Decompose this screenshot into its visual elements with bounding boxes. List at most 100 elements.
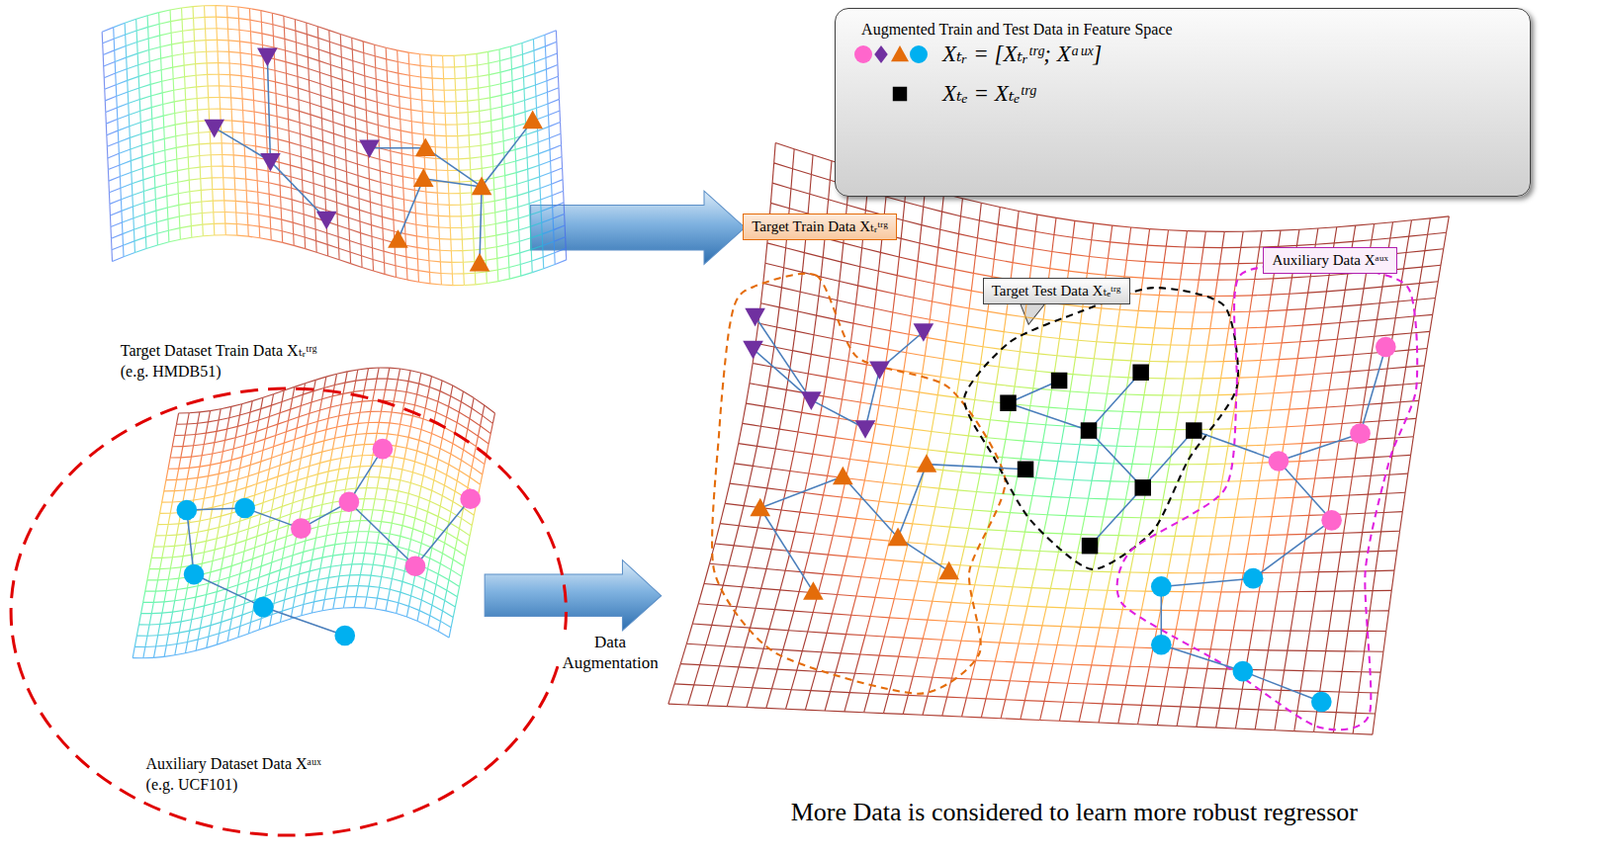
mesh-line bbox=[207, 74, 219, 75]
mesh-line bbox=[243, 109, 245, 122]
mesh-line bbox=[417, 247, 429, 250]
mesh-line bbox=[539, 177, 541, 189]
mesh-line bbox=[108, 187, 120, 193]
mesh-line bbox=[441, 272, 452, 274]
mesh-line bbox=[471, 204, 473, 217]
mesh-line bbox=[269, 205, 271, 218]
mesh-line bbox=[362, 41, 364, 54]
mesh-line bbox=[369, 201, 371, 214]
mesh-line bbox=[379, 159, 391, 163]
mesh-line bbox=[496, 233, 508, 236]
mesh-line bbox=[265, 102, 267, 115]
mesh-line bbox=[120, 199, 122, 212]
mesh-line bbox=[288, 119, 300, 123]
mesh-line bbox=[121, 206, 133, 211]
mesh-line bbox=[308, 80, 320, 85]
mesh-line bbox=[183, 65, 185, 78]
mesh-line bbox=[124, 22, 126, 35]
mesh-line bbox=[278, 162, 290, 166]
mesh-line bbox=[156, 210, 158, 223]
mesh-line bbox=[345, 149, 347, 162]
mesh-line bbox=[444, 101, 446, 114]
mesh-line bbox=[152, 115, 164, 119]
mesh-line bbox=[477, 63, 489, 66]
mesh-line bbox=[455, 100, 467, 102]
mesh-line bbox=[467, 112, 469, 125]
mesh-line bbox=[286, 95, 298, 99]
mesh-line bbox=[408, 52, 410, 65]
mesh-line bbox=[297, 77, 299, 89]
mesh-line bbox=[484, 224, 496, 227]
mesh-line bbox=[360, 244, 372, 249]
mesh-line bbox=[359, 221, 361, 234]
mesh-line bbox=[198, 132, 200, 145]
mesh-line bbox=[241, 76, 253, 79]
mesh-line bbox=[357, 186, 359, 199]
mesh-line bbox=[413, 167, 415, 179]
mesh-line bbox=[329, 30, 341, 35]
mesh-line bbox=[103, 66, 105, 79]
mesh-line bbox=[327, 233, 339, 238]
mesh-line bbox=[290, 177, 302, 180]
mesh-line bbox=[350, 240, 352, 253]
mesh-line bbox=[145, 222, 157, 227]
mesh-line bbox=[392, 208, 404, 212]
mesh-line bbox=[238, 18, 250, 21]
mesh-line bbox=[148, 23, 160, 27]
mesh-line bbox=[262, 33, 273, 37]
mesh-line bbox=[272, 35, 284, 39]
mesh-line bbox=[441, 272, 443, 285]
mesh-line bbox=[314, 194, 316, 207]
mesh-line bbox=[116, 95, 118, 108]
mesh-line bbox=[251, 42, 263, 45]
mesh-line bbox=[165, 162, 167, 175]
mesh-line bbox=[490, 106, 502, 109]
mesh-line bbox=[434, 112, 436, 125]
mesh-line bbox=[283, 27, 285, 40]
mesh-line bbox=[472, 214, 484, 216]
mesh-line bbox=[179, 226, 191, 229]
mesh-line bbox=[188, 167, 200, 169]
mesh-line bbox=[319, 72, 331, 77]
mesh-line bbox=[479, 120, 491, 123]
mesh-line bbox=[224, 200, 226, 213]
mesh-line bbox=[125, 42, 137, 47]
mesh-line bbox=[189, 201, 201, 203]
mesh-line bbox=[504, 164, 506, 177]
mesh-line bbox=[199, 166, 211, 168]
mesh-line bbox=[287, 107, 289, 120]
mesh-line bbox=[263, 68, 274, 72]
mesh-line bbox=[461, 239, 463, 252]
mesh-line bbox=[115, 73, 117, 86]
mesh-line bbox=[130, 149, 132, 162]
mesh-line bbox=[119, 172, 131, 177]
mesh-line bbox=[539, 187, 541, 200]
mesh-line bbox=[194, 40, 196, 53]
mesh-line bbox=[235, 200, 237, 213]
mesh-line bbox=[283, 15, 285, 28]
mesh-line bbox=[347, 182, 358, 187]
mesh-line bbox=[512, 77, 524, 81]
mesh-line bbox=[372, 259, 384, 263]
mesh-line bbox=[224, 212, 236, 213]
mesh-line bbox=[288, 119, 290, 132]
mesh-line bbox=[340, 33, 352, 38]
mesh-line bbox=[514, 111, 526, 115]
mesh-line bbox=[132, 206, 134, 219]
mesh-line bbox=[160, 35, 162, 48]
mesh-line bbox=[298, 99, 310, 104]
mesh-line bbox=[330, 64, 342, 69]
mesh-line bbox=[173, 77, 184, 80]
mesh-line bbox=[301, 157, 303, 170]
mesh-line bbox=[371, 236, 373, 249]
mesh-line bbox=[421, 77, 423, 89]
mesh-line bbox=[368, 178, 380, 182]
mesh-line bbox=[503, 126, 515, 130]
mesh-line bbox=[145, 237, 147, 250]
mesh-line bbox=[457, 147, 459, 160]
mesh-line bbox=[270, 240, 282, 244]
mesh-line bbox=[436, 158, 438, 171]
mesh-line bbox=[250, 31, 262, 34]
mesh-line bbox=[338, 225, 340, 238]
mesh-line bbox=[331, 76, 343, 81]
